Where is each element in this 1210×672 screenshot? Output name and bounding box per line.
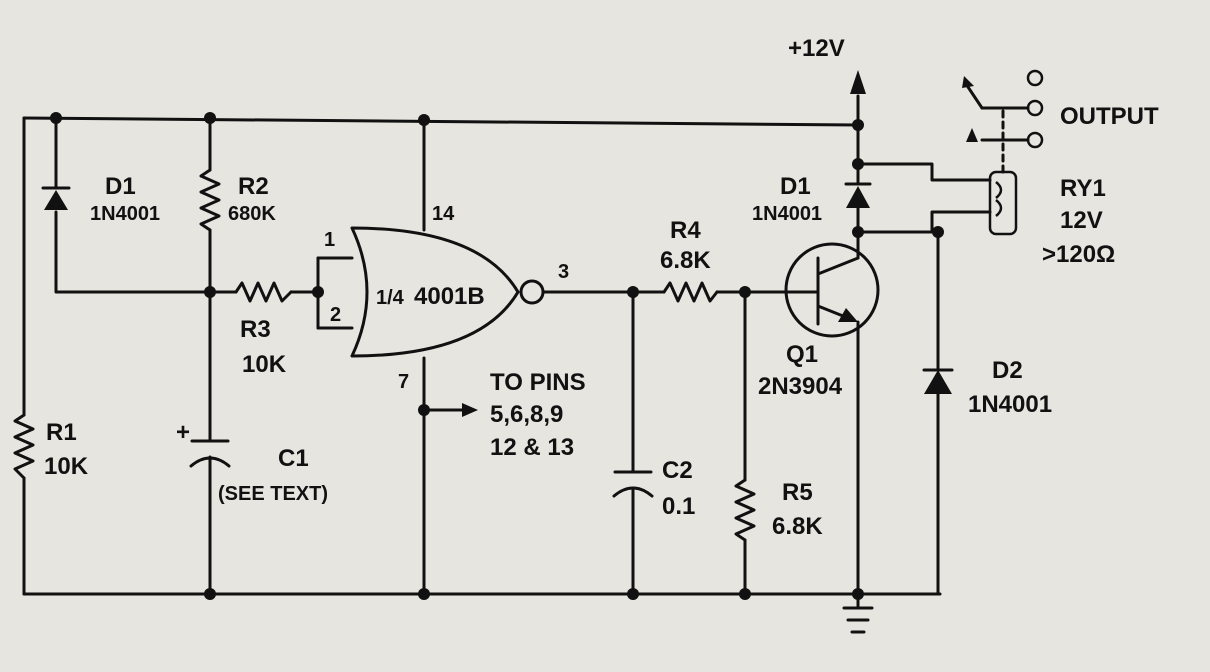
diode-d1-right — [844, 182, 872, 208]
resistor-r1 — [13, 413, 35, 480]
r4-ref: R4 — [670, 217, 701, 244]
gate-pin-3: 3 — [558, 261, 569, 283]
resistor-r4 — [662, 281, 719, 303]
output-label: OUTPUT — [1060, 103, 1159, 130]
capacitor-c1 — [189, 439, 231, 468]
gate-fraction: 1/4 — [376, 287, 405, 309]
ry1-resistance: >120Ω — [1042, 241, 1115, 268]
c2-ref: C2 — [662, 457, 693, 484]
diode-d2 — [922, 368, 954, 394]
q1-value: 2N3904 — [758, 373, 843, 400]
d1-left-value: 1N4001 — [90, 203, 160, 225]
ry1-ref: RY1 — [1060, 175, 1106, 202]
junction-dots — [50, 112, 944, 600]
transistor-q1 — [784, 242, 880, 338]
resistor-r2 — [199, 168, 221, 232]
c1-polarity: + — [176, 419, 190, 446]
gate-pin-14: 14 — [432, 203, 455, 225]
resistor-r5 — [734, 478, 756, 542]
d1-right-value: 1N4001 — [752, 203, 822, 225]
r1-value: 10K — [44, 453, 89, 480]
wiring — [22, 70, 992, 610]
gate-pin-2: 2 — [330, 304, 341, 326]
d1-left-ref: D1 — [105, 173, 136, 200]
pins-note-line3: 12 & 13 — [490, 434, 574, 461]
gate-pin-7: 7 — [398, 371, 409, 393]
diode-d1-left — [41, 186, 71, 210]
r4-value: 6.8K — [660, 247, 711, 274]
r1-ref: R1 — [46, 419, 77, 446]
supply-label: +12V — [788, 35, 845, 62]
pins-note-line2: 5,6,8,9 — [490, 401, 563, 428]
r5-ref: R5 — [782, 479, 813, 506]
nor-gate-u1 — [350, 226, 545, 358]
r5-value: 6.8K — [772, 513, 823, 540]
ry1-voltage: 12V — [1060, 207, 1103, 234]
r3-ref: R3 — [240, 316, 271, 343]
d2-ref: D2 — [992, 357, 1023, 384]
capacitor-c2 — [612, 470, 654, 498]
relay-ry1 — [962, 69, 1044, 236]
d2-value: 1N4001 — [968, 391, 1052, 418]
r2-ref: R2 — [238, 173, 269, 200]
q1-ref: Q1 — [786, 341, 818, 368]
c1-value: (SEE TEXT) — [218, 483, 328, 505]
gate-part: 4001B — [414, 283, 485, 310]
r3-value: 10K — [242, 351, 287, 378]
c2-value: 0.1 — [662, 493, 695, 520]
resistor-r3 — [234, 281, 293, 303]
r2-value: 680K — [228, 203, 276, 225]
pins-note-line1: TO PINS — [490, 369, 586, 396]
c1-ref: C1 — [278, 445, 309, 472]
ground-icon — [842, 606, 874, 634]
gate-pin-1: 1 — [324, 229, 335, 251]
d1-right-ref: D1 — [780, 173, 811, 200]
